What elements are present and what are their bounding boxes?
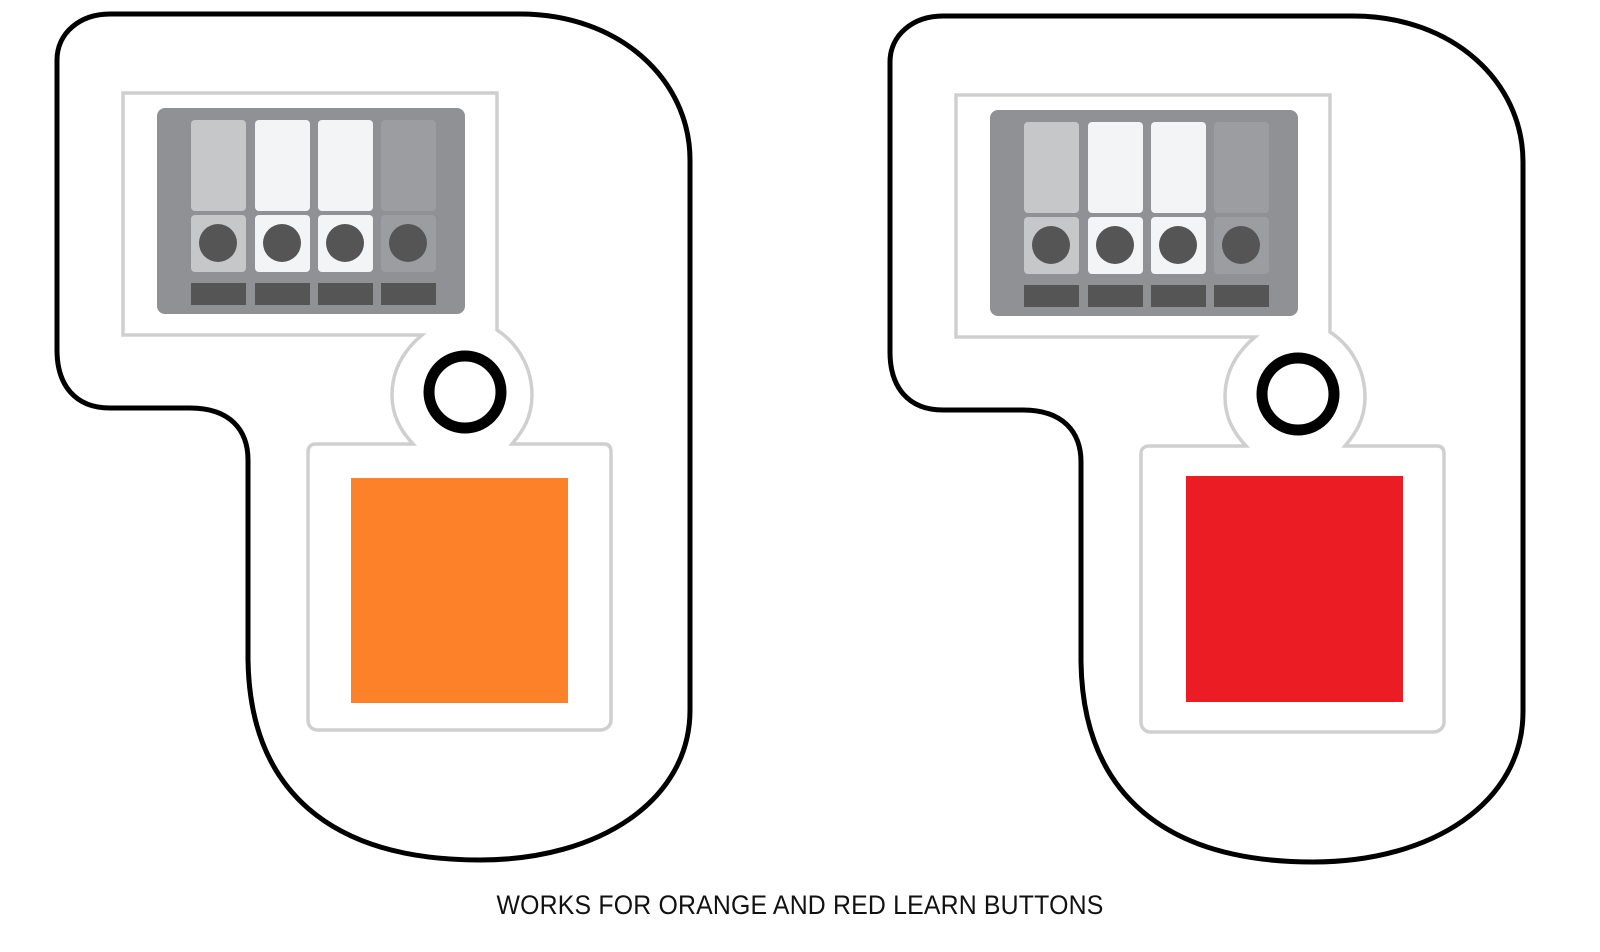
red-learn-button	[1186, 476, 1403, 702]
template-orange	[57, 14, 690, 860]
caption-text: WORKS FOR ORANGE AND RED LEARN BUTTONS	[496, 890, 1104, 920]
orange-learn-button	[351, 478, 568, 703]
template-red	[890, 16, 1523, 862]
